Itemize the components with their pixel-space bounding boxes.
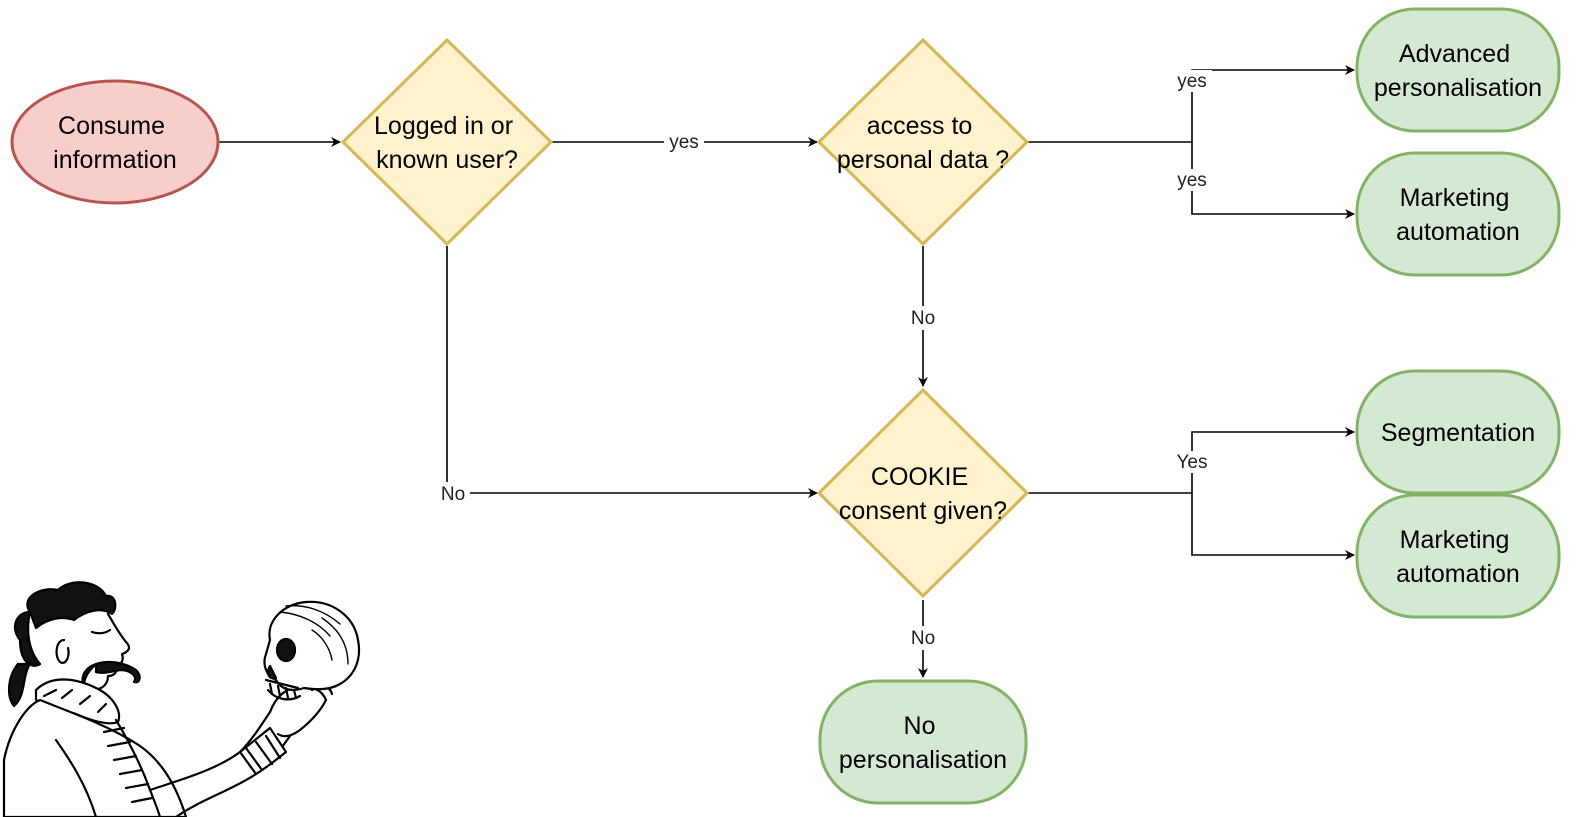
result-segmentation: Segmentation xyxy=(1355,369,1561,495)
svg-text:No personalisation: No personalisation xyxy=(839,712,1007,774)
result-marketing-top-line1: Marketing xyxy=(1400,184,1510,212)
result-marketing-automation-top: Marketing automation xyxy=(1355,151,1561,277)
edge-personal-data-to-marketing-top xyxy=(1191,142,1355,219)
decision-personal-data: access to personal data ? xyxy=(816,37,1030,247)
result-no-personalisation: No personalisation xyxy=(818,679,1028,805)
svg-text:Segmentation: Segmentation xyxy=(1381,419,1535,447)
result-advanced-line2: personalisation xyxy=(1374,74,1542,102)
result-segmentation-line1: Segmentation xyxy=(1381,419,1535,447)
decision-cookie-line2: consent given? xyxy=(839,497,1007,525)
result-no-personalisation-line1: No xyxy=(904,712,936,740)
edge-label-logged-no: No xyxy=(441,484,465,505)
svg-text:Consume information: Consume information xyxy=(53,112,177,174)
decision-cookie-consent: COOKIE consent given? xyxy=(816,387,1030,599)
edge-personal-data-to-advanced xyxy=(1191,65,1355,142)
decision-personal-data-line2: personal data ? xyxy=(837,146,1009,174)
result-advanced-line1: Advanced xyxy=(1399,40,1510,68)
edge-labels: yes No No yes yes Yes No xyxy=(436,70,1214,650)
node-consume-line2: information xyxy=(53,146,177,174)
decision-logged-in-line1: Logged in or xyxy=(374,112,513,140)
svg-text:Marketing automation: Marketing automation xyxy=(1396,184,1520,246)
hamlet-skull-icon xyxy=(2,581,361,817)
decision-logged-in: Logged in or known user? xyxy=(340,37,554,247)
edge-label-personal-yes-marketing: yes xyxy=(1177,170,1207,191)
decision-personal-data-line1: access to xyxy=(867,112,973,140)
edge-label-cookie-yes: Yes xyxy=(1177,452,1208,473)
result-marketing-automation-bottom: Marketing automation xyxy=(1355,493,1561,619)
node-consume-line1: Consume xyxy=(58,112,165,140)
edge-label-cookie-no: No xyxy=(911,628,935,649)
decision-cookie-line1: COOKIE xyxy=(871,463,968,491)
edge-label-logged-yes: yes xyxy=(669,132,699,153)
result-marketing-top-line2: automation xyxy=(1396,218,1520,246)
svg-text:Advanced personalisation: Advanced personalisation xyxy=(1374,40,1542,102)
decision-logged-in-line2: known user? xyxy=(376,146,518,174)
svg-text:Marketing automation: Marketing automation xyxy=(1396,526,1520,588)
node-consume-information: Consume information xyxy=(10,79,220,205)
result-advanced-personalisation: Advanced personalisation xyxy=(1355,7,1561,133)
svg-text:access to personal data: access to personal data ? xyxy=(837,112,1009,174)
svg-text:Logged in or known user?: Logged in or known user? xyxy=(374,112,520,174)
edge-logged-in-to-cookie xyxy=(446,246,818,498)
result-no-personalisation-line2: personalisation xyxy=(839,746,1007,774)
result-marketing-bottom-line2: automation xyxy=(1396,560,1520,588)
svg-text:COOKIE consent given?: COOKIE consent given? xyxy=(839,463,1007,525)
edge-label-personal-yes-advanced: yes xyxy=(1177,71,1207,92)
result-marketing-bottom-line1: Marketing xyxy=(1400,526,1510,554)
edge-label-personal-no: No xyxy=(911,308,935,329)
edge-cookie-to-marketing-bottom xyxy=(1191,493,1355,560)
edge-cookie-to-segmentation xyxy=(1191,427,1355,493)
